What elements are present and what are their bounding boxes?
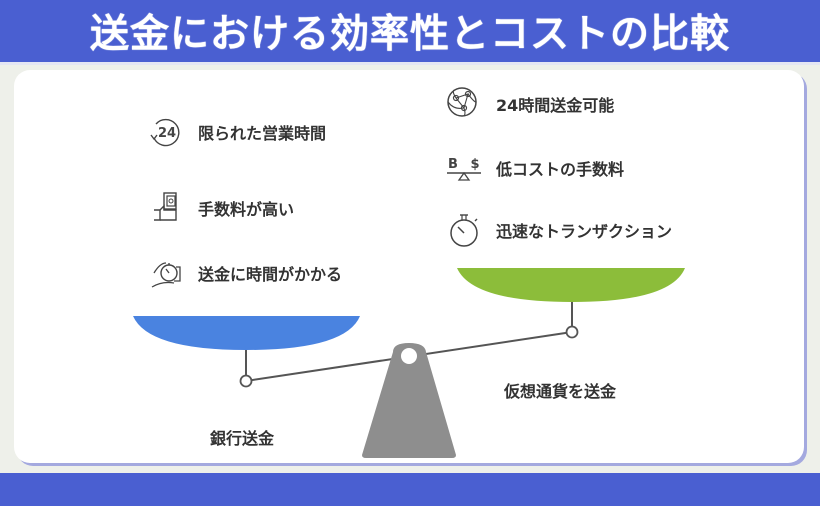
- item-label: 限られた営業時間: [198, 124, 327, 143]
- footer-band: [0, 473, 820, 506]
- crypto-item-24h: 24時間送金可能: [444, 84, 614, 124]
- stopwatch-icon: [444, 210, 484, 250]
- bank-item-slow-transfer: 送金に時間がかかる: [146, 253, 342, 293]
- bank-item-limited-hours: 24 限られた営業時間: [146, 112, 326, 152]
- svg-text:24: 24: [158, 126, 176, 141]
- item-label: 24時間送金可能: [496, 96, 615, 115]
- crypto-item-low-fee: B $ 低コストの手数料: [444, 148, 624, 188]
- baht-dollar-balance-icon: B $: [444, 148, 484, 188]
- fulcrum: [362, 343, 456, 458]
- globe-network-icon: [444, 84, 484, 124]
- crypto-transfer-label: 仮想通貨を送金: [504, 382, 617, 401]
- page-title: 送金における効率性とコストの比較: [89, 12, 730, 57]
- right-joint: [565, 325, 579, 339]
- left-joint: [239, 374, 253, 388]
- item-label: 手数料が高い: [198, 200, 295, 219]
- header-divider: [0, 62, 820, 65]
- item-label: 迅速なトランザクション: [496, 222, 673, 241]
- svg-text:$: $: [470, 157, 479, 172]
- fulcrum-pivot: [401, 348, 417, 364]
- hand-with-money-icon: [146, 188, 186, 228]
- svg-text:B: B: [448, 157, 458, 172]
- crypto-item-fast: 迅速なトランザクション: [444, 210, 672, 250]
- item-label: 低コストの手数料: [496, 160, 625, 179]
- item-label: 送金に時間がかかる: [198, 265, 343, 284]
- title-banner: 送金における効率性とコストの比較: [0, 0, 820, 62]
- bank-transfer-label: 銀行送金: [210, 429, 275, 448]
- right-pan-crypto: [457, 268, 685, 302]
- hand-with-stopwatch-icon: [146, 253, 186, 293]
- left-pan-bank: [133, 316, 360, 350]
- bank-item-high-fees: 手数料が高い: [146, 188, 294, 228]
- 24-hour-clock-icon: 24: [146, 112, 186, 152]
